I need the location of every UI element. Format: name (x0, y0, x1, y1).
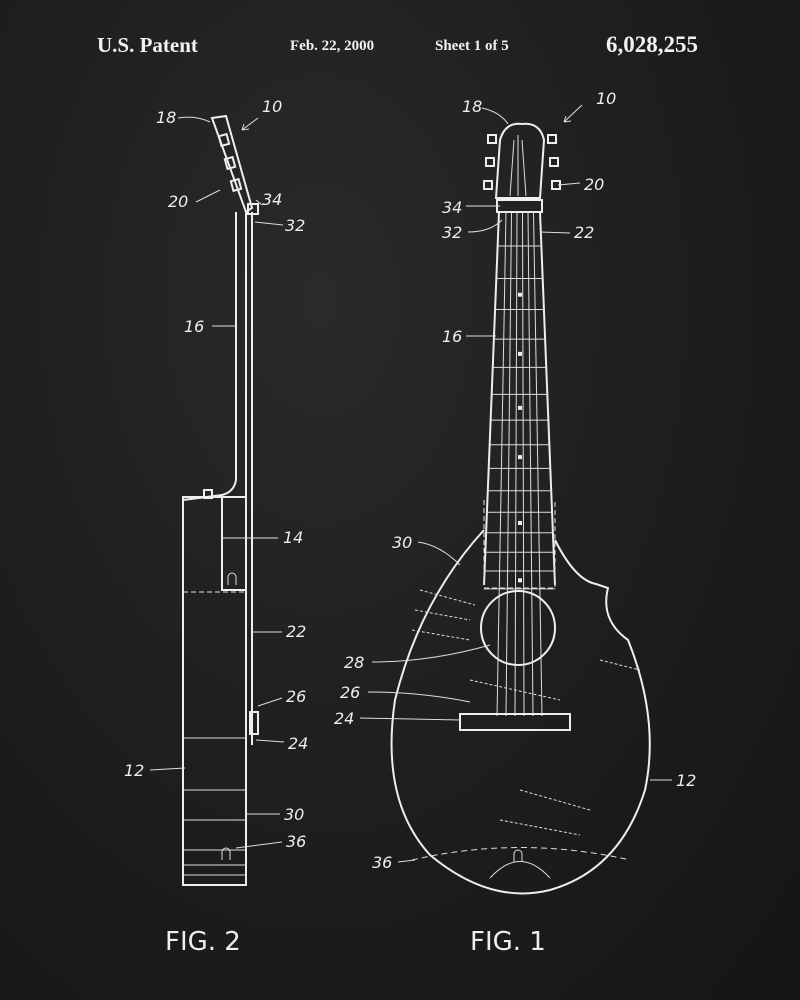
fig2-label-14: 14 (283, 528, 303, 547)
fig1-nut (496, 199, 543, 213)
string (496, 211, 507, 717)
fig1-label-10: 10 (596, 89, 616, 108)
fig2-label-22: 22 (286, 622, 306, 641)
fig1-label-26: 26 (340, 683, 360, 702)
string (514, 211, 518, 717)
fig1-neck (483, 211, 556, 586)
fig2-label-16: 16 (184, 317, 204, 336)
fret-marker (518, 578, 522, 583)
fig1-label-18: 18 (462, 97, 482, 116)
fig1-label-22: 22 (574, 223, 594, 242)
fig2-label-20: 20 (168, 192, 188, 211)
fret-marker (518, 455, 522, 460)
fig1-strings (496, 211, 543, 717)
fig2-body (182, 496, 247, 886)
string (522, 211, 525, 717)
string (527, 211, 534, 717)
fig1-label-24: 24 (334, 709, 354, 728)
fret-marker (518, 405, 522, 410)
fig2-label-10: 10 (262, 97, 282, 116)
fig1-bridge (459, 713, 571, 731)
fig1-label-12: 12 (676, 771, 696, 790)
fig1-front-view: 18 10 20 34 32 22 16 30 28 26 24 12 36 F… (334, 89, 696, 957)
fig2-label-34: 34 (262, 190, 282, 209)
string (505, 211, 512, 717)
patent-header-label: U.S. Patent (97, 33, 198, 57)
fig2-label-12: 12 (124, 761, 144, 780)
fig2-headstock (210, 114, 254, 214)
patent-date: Feb. 22, 2000 (290, 38, 375, 54)
fig1-body (390, 529, 651, 895)
fig2-label-26: 26 (286, 687, 306, 706)
fig1-title: FIG. 1 (470, 927, 546, 957)
fig2-side-view: 18 10 20 34 32 16 14 22 26 24 12 30 36 F… (124, 97, 308, 957)
fig2-label-24: 24 (288, 734, 308, 753)
fig2-neck-back (221, 212, 237, 496)
fig2-label-18: 18 (156, 108, 176, 127)
fig1-soundhole (480, 590, 556, 666)
fret-marker (518, 520, 522, 525)
fig2-label-32: 32 (285, 216, 305, 235)
fig1-label-36: 36 (372, 853, 392, 872)
fig1-headstock (494, 122, 546, 199)
fig1-frets (483, 245, 556, 590)
fig1-label-16: 16 (442, 327, 462, 346)
string (533, 211, 543, 717)
sheet-number: Sheet 1 of 5 (435, 38, 509, 54)
fig2-label-30: 30 (284, 805, 304, 824)
patent-number: 6,028,255 (606, 32, 698, 57)
fig1-label-34: 34 (442, 198, 462, 217)
fret-marker (518, 292, 522, 297)
fig2-heel (182, 493, 246, 591)
fig1-label-28: 28 (344, 653, 364, 672)
fig2-label-36: 36 (286, 832, 306, 851)
fig1-label-32: 32 (442, 223, 462, 242)
fret-marker (518, 351, 522, 356)
fig2-title: FIG. 2 (165, 927, 241, 957)
fig1-label-30: 30 (392, 533, 412, 552)
fig1-label-20: 20 (584, 175, 604, 194)
